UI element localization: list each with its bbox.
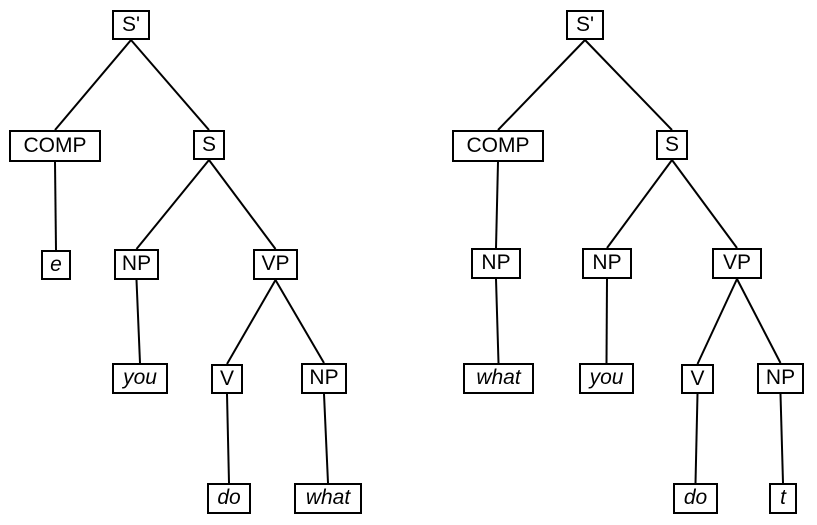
tree-node-l-do: do [207,483,251,514]
tree-node-label: NP [765,366,796,389]
tree-node-label: t [780,486,786,509]
tree-node-label: NP [309,366,339,389]
tree-node-l-what: what [294,483,362,514]
tree-node-label: NP [481,251,511,274]
tree-node-l-sbar: S' [112,10,150,40]
tree-node-r-sbar: S' [566,10,604,40]
tree-edge [135,159,210,250]
tree-node-label: S' [575,12,595,36]
tree-edge [605,278,608,364]
tree-node-label: COMP [466,133,530,157]
tree-node-l-v: V [211,364,243,394]
tree-node-r-np0: NP [471,248,521,279]
tree-edge [497,39,586,131]
tree-node-label: what [305,486,351,509]
tree-edge [323,393,329,484]
tree-edge [671,159,738,249]
tree-node-l-s: S [193,130,225,160]
tree-edge [694,393,699,484]
tree-edge [208,159,277,250]
tree-node-label: S [201,132,216,156]
tree-edge [274,279,325,364]
tree-node-label: you [123,366,157,389]
tree-node-l-e: e [41,250,71,280]
tree-node-l-np1: NP [114,249,159,280]
tree-node-label: S' [121,12,141,36]
tree-node-label: V [690,366,705,390]
tree-node-r-np2: NP [757,363,804,394]
tree-node-label: NP [121,252,152,275]
tree-edge [495,278,500,364]
tree-edge [584,39,673,131]
tree-node-label: S [664,132,679,156]
tree-node-label: do [683,486,708,509]
tree-node-label: you [589,366,624,389]
tree-node-label: VP [261,252,290,275]
tree-edge [226,393,230,484]
tree-edge [736,278,782,364]
tree-edge [135,279,141,364]
tree-edge [54,39,132,131]
tree-node-r-what: what [463,363,534,394]
tree-node-label: NP [592,251,622,274]
tree-edge [130,39,210,131]
tree-edge [606,159,673,249]
tree-edge [226,279,277,365]
tree-node-label: VP [722,251,751,274]
tree-edge [779,393,784,484]
tree-node-l-comp: COMP [9,130,101,162]
tree-node-r-v: V [681,364,714,394]
tree-node-r-you: you [579,363,634,394]
tree-node-l-vp: VP [253,249,298,280]
tree-node-label: COMP [23,133,87,157]
tree-node-label: do [217,486,241,509]
tree-node-r-do: do [673,483,718,514]
tree-node-r-comp: COMP [452,130,544,162]
tree-node-label: e [50,252,62,276]
tree-node-l-you: you [112,363,168,394]
tree-node-r-vp: VP [712,248,762,279]
tree-node-r-np1: NP [582,248,632,279]
tree-node-r-s: S [656,130,688,160]
tree-node-l-np2: NP [301,363,347,394]
tree-node-label: V [219,366,234,390]
tree-edge [54,161,57,251]
tree-edge [495,161,499,249]
tree-node-label: what [476,366,521,389]
tree-node-r-t: t [769,483,797,514]
tree-edge [696,278,738,365]
